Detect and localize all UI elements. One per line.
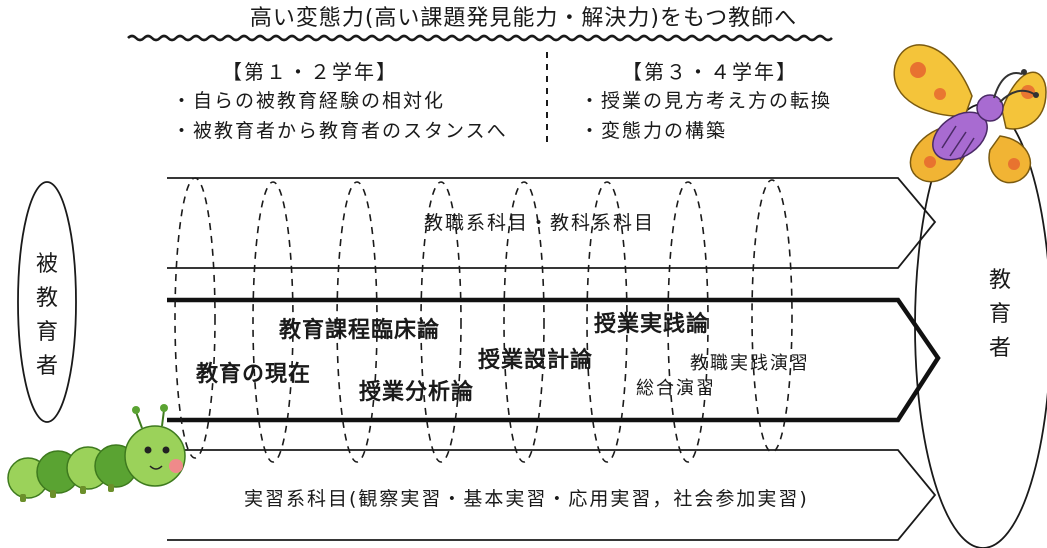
butterfly-wing xyxy=(893,44,973,117)
learner-label-char: 教 xyxy=(35,286,58,311)
spiral-rings xyxy=(174,177,793,463)
butterfly-wing xyxy=(988,135,1031,184)
educator-label-char: 教 xyxy=(988,268,1011,293)
page-title: 高い変態力(高い課題発見能力・解決力)をもつ教師へ xyxy=(249,6,798,31)
spiral-ring xyxy=(420,181,462,463)
butterfly-antenna xyxy=(999,89,1035,103)
learner-label: 被 教 育 者 xyxy=(32,248,62,384)
spiral-ring xyxy=(586,181,628,463)
title-wavy-underline xyxy=(127,34,833,42)
year-1-2-heading: 【第１・２学年】 xyxy=(222,60,398,84)
educator-label: 教 育 者 xyxy=(985,264,1015,366)
butterfly-wing xyxy=(1001,71,1047,130)
year-3-4-point-2: ・変態力の構築 xyxy=(580,120,728,142)
top-band-label: 教職系科目・教科系科目 xyxy=(424,212,656,234)
spiral-ring xyxy=(667,181,709,463)
butterfly-head xyxy=(976,94,1004,122)
learner-label-char: 被 xyxy=(35,252,58,277)
year-3-4-heading: 【第３・４学年】 xyxy=(622,60,798,84)
spiral-ring xyxy=(174,177,216,459)
top-band-arrow xyxy=(167,177,937,269)
year-1-2-point-1: ・自らの被教育経験の相対化 xyxy=(172,90,446,112)
course-jugyo-sekkei: 授業設計論 xyxy=(478,348,594,373)
course-kyoiku-no-genzai: 教育の現在 xyxy=(196,362,312,387)
caterpillar-cheek xyxy=(169,459,183,473)
caterpillar-illustration xyxy=(7,404,186,502)
learner-label-char: 育 xyxy=(35,320,58,345)
bottom-band-arrow xyxy=(167,449,937,541)
middle-band-arrow xyxy=(167,297,941,423)
learner-label-char: 者 xyxy=(35,354,58,379)
course-kyoshoku-jissen-enshu: 教職実践演習 xyxy=(690,353,810,374)
spiral-ring xyxy=(503,181,545,463)
caterpillar-head xyxy=(124,425,186,487)
course-jugyo-bunseki: 授業分析論 xyxy=(359,380,475,405)
course-sogo-enshu: 総合演習 xyxy=(636,378,716,399)
spiral-ring xyxy=(751,179,793,453)
butterfly-antenna xyxy=(993,72,1023,99)
educator-label-char: 育 xyxy=(988,302,1011,327)
educator-label-char: 者 xyxy=(988,336,1011,361)
course-jugyo-jissen: 授業実践論 xyxy=(594,312,710,337)
course-kyoiku-katei-rinsho: 教育課程臨床論 xyxy=(279,318,441,343)
year-3-4-point-1: ・授業の見方考え方の転換 xyxy=(580,90,833,112)
spiral-ring xyxy=(336,181,378,463)
spiral-ring xyxy=(252,181,294,463)
bottom-band-label: 実習系科目(観察実習・基本実習・応用実習，社会参加実習) xyxy=(244,488,809,510)
butterfly-illustration xyxy=(893,44,1047,184)
year-1-2-point-2: ・被教育者から教育者のスタンスへ xyxy=(172,120,508,142)
learner-ellipse xyxy=(17,181,77,423)
